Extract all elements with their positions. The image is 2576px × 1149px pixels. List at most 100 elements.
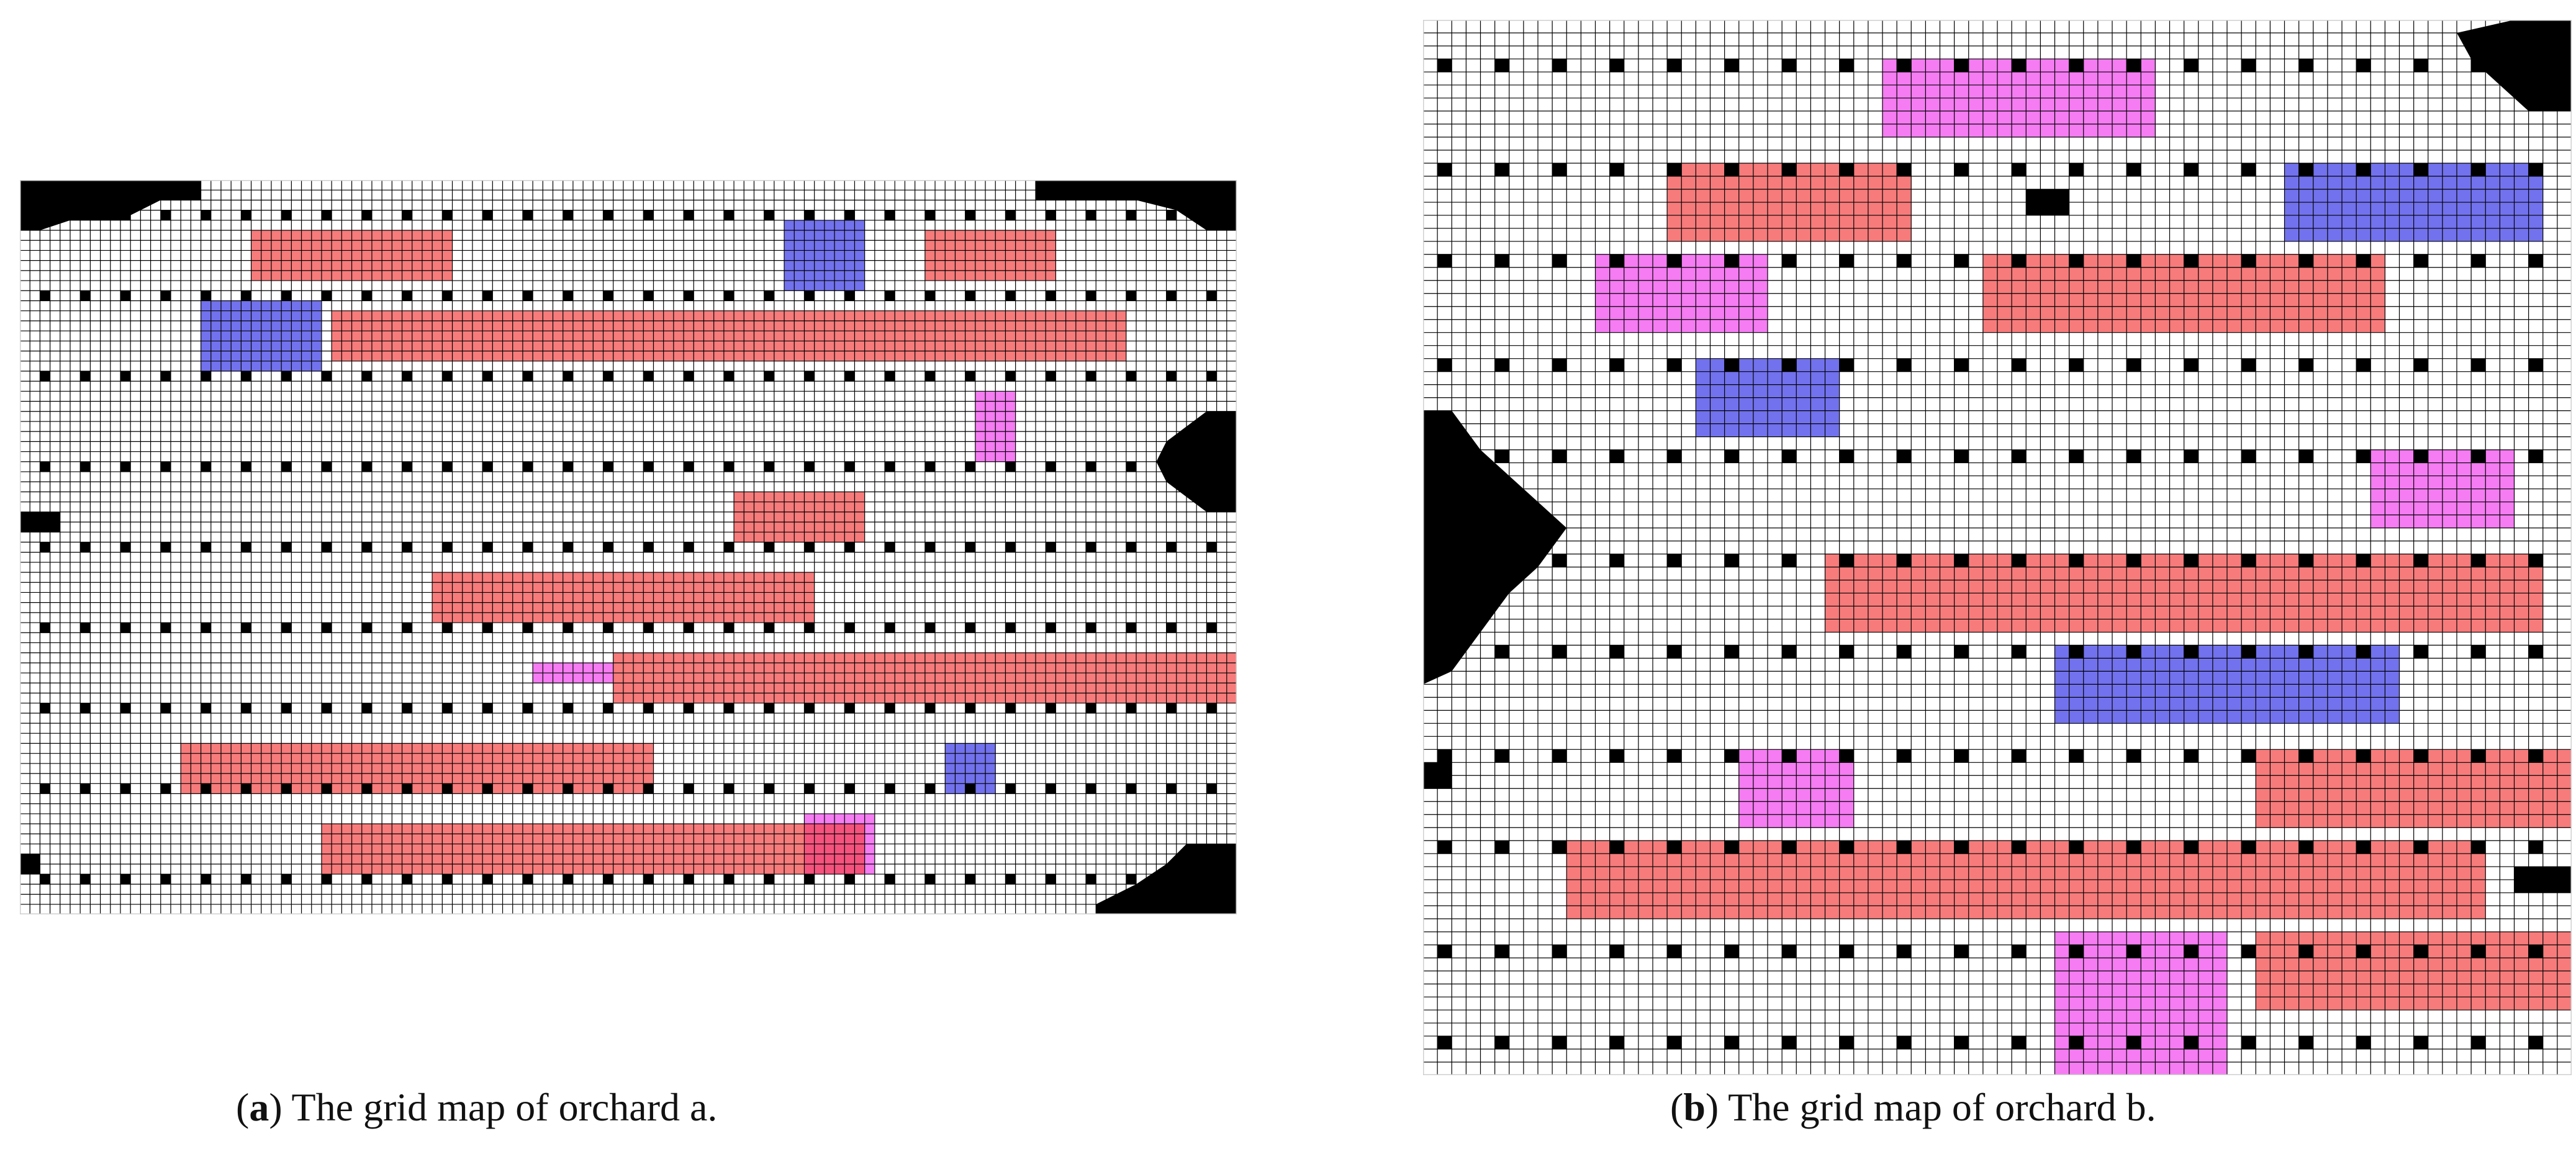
- tree-marker: [1166, 783, 1177, 794]
- tree-marker: [281, 703, 292, 713]
- tree-marker: [241, 703, 251, 713]
- tree-marker: [522, 783, 533, 794]
- tree-marker: [2298, 554, 2313, 567]
- tree-marker: [2528, 449, 2543, 463]
- tree-marker: [764, 291, 774, 301]
- tree-marker: [321, 874, 332, 885]
- tree-marker: [2298, 840, 2313, 854]
- tree-marker: [603, 371, 613, 382]
- tree-marker: [2413, 449, 2428, 463]
- caption-b-open-paren: (: [1670, 1085, 1684, 1129]
- tree-marker: [684, 461, 694, 472]
- tree-marker: [1954, 645, 1969, 659]
- tree-marker: [402, 371, 412, 382]
- tree-marker: [120, 461, 131, 472]
- tree-marker: [1005, 371, 1016, 382]
- tree-marker: [844, 874, 855, 885]
- tree-marker: [924, 783, 936, 794]
- tree-marker: [402, 461, 412, 472]
- tree-marker: [1126, 461, 1137, 472]
- tree-marker: [965, 542, 975, 552]
- tree-marker: [160, 623, 171, 633]
- tree-marker: [1126, 210, 1137, 220]
- tree-marker: [2413, 945, 2428, 958]
- tree-marker: [2471, 749, 2486, 763]
- tree-marker: [2413, 358, 2428, 372]
- tree-marker: [2126, 645, 2141, 659]
- tree-marker: [643, 210, 654, 220]
- tree-marker: [804, 461, 815, 472]
- tree-marker: [1609, 58, 1624, 72]
- tree-marker: [1724, 840, 1739, 854]
- tree-marker: [1724, 163, 1739, 176]
- tree-marker: [321, 542, 332, 552]
- tree-marker: [1667, 945, 1682, 958]
- tree-marker: [442, 623, 453, 633]
- tree-marker: [1046, 623, 1056, 633]
- tree-marker: [2184, 645, 2199, 659]
- tree-marker: [2528, 840, 2543, 854]
- tree-marker: [1897, 254, 1912, 268]
- tree-marker: [1494, 58, 1509, 72]
- tree-marker: [80, 623, 91, 633]
- tree-marker: [1839, 254, 1854, 268]
- tree-marker: [201, 542, 211, 552]
- tree-marker: [2184, 254, 2199, 268]
- tree-marker: [281, 371, 292, 382]
- tree-marker: [1667, 254, 1682, 268]
- tree-marker: [1897, 749, 1912, 763]
- tree-marker: [1552, 163, 1567, 176]
- tree-marker: [2356, 645, 2371, 659]
- tree-marker: [764, 371, 774, 382]
- tree-marker: [2528, 1036, 2543, 1050]
- tree-marker: [764, 461, 774, 472]
- tree-marker: [1782, 358, 1797, 372]
- tree-marker: [201, 291, 211, 301]
- tree-marker: [1782, 58, 1797, 72]
- tree-marker: [2069, 554, 2084, 567]
- tree-marker: [2356, 945, 2371, 958]
- tree-marker: [482, 542, 493, 552]
- red-zone: [181, 743, 654, 794]
- tree-marker: [2126, 749, 2141, 763]
- tree-marker: [1206, 623, 1217, 633]
- tree-marker: [120, 874, 131, 885]
- tree-marker: [2298, 749, 2313, 763]
- tree-marker: [1437, 1036, 1452, 1050]
- tree-marker: [1552, 254, 1567, 268]
- tree-marker: [844, 371, 855, 382]
- tree-marker: [764, 623, 774, 633]
- tree-marker: [120, 623, 131, 633]
- tree-marker: [643, 291, 654, 301]
- tree-marker: [1954, 254, 1969, 268]
- tree-marker: [402, 703, 412, 713]
- tree-marker: [563, 623, 573, 633]
- tree-marker: [1005, 703, 1016, 713]
- tree-marker: [2012, 449, 2027, 463]
- tree-marker: [442, 874, 453, 885]
- tree-marker: [281, 291, 292, 301]
- tree-marker: [643, 783, 654, 794]
- tree-marker: [1494, 749, 1509, 763]
- tree-marker: [2126, 254, 2141, 268]
- tree-marker: [1724, 449, 1739, 463]
- tree-marker: [2126, 554, 2141, 567]
- tree-marker: [241, 783, 251, 794]
- tree-marker: [2471, 645, 2486, 659]
- tree-marker: [965, 291, 975, 301]
- tree-marker: [1839, 58, 1854, 72]
- tree-marker: [2413, 1036, 2428, 1050]
- tree-marker: [1552, 749, 1567, 763]
- tree-marker: [402, 783, 412, 794]
- tree-marker: [965, 874, 975, 885]
- tree-marker: [764, 542, 774, 552]
- tree-marker: [1086, 623, 1096, 633]
- tree-marker: [603, 461, 613, 472]
- tree-marker: [2012, 840, 2027, 854]
- tree-marker: [1086, 371, 1096, 382]
- tree-marker: [723, 874, 734, 885]
- tree-marker: [482, 461, 493, 472]
- tree-marker: [201, 874, 211, 885]
- tree-marker: [522, 703, 533, 713]
- tree-marker: [120, 783, 131, 794]
